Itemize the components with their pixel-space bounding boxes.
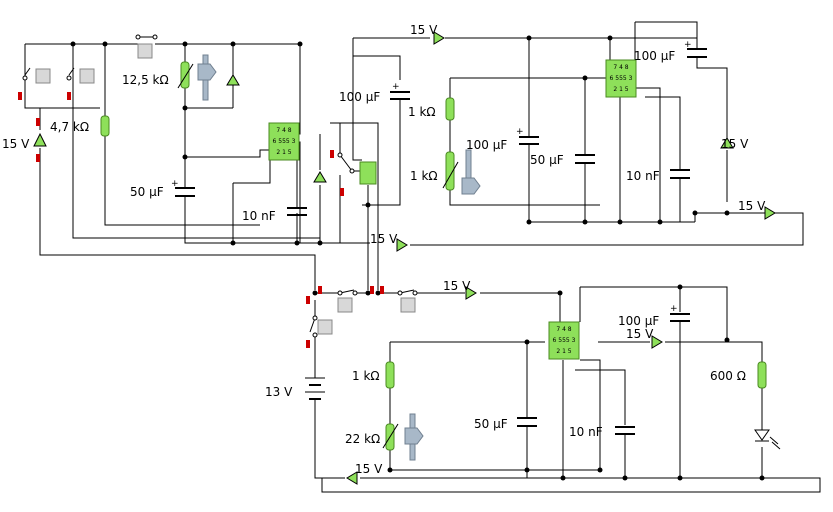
- ic-pin-row2: 6 555 3: [552, 337, 576, 344]
- ic-555-left: [268, 122, 300, 161]
- label-v-right: 15 V: [738, 199, 766, 213]
- arrow-v-bottom: [346, 471, 358, 485]
- svg-text:+: +: [670, 304, 678, 314]
- label-r-1k-b: 1 kΩ: [410, 169, 438, 183]
- ic-pin-row3: 2 1 5: [276, 149, 292, 156]
- svg-text:+: +: [516, 127, 524, 137]
- label-r-600: 600 Ω: [710, 369, 746, 383]
- arrow-v-mid: [396, 238, 408, 252]
- switch-contacts: [22, 34, 418, 338]
- switch-buttons[interactable]: [35, 43, 416, 335]
- label-v-bottom: 15 V: [355, 462, 383, 476]
- resistor-4k7: [100, 115, 110, 137]
- led: [754, 429, 781, 450]
- arrow-v-top: [433, 31, 445, 45]
- label-v-ic3-out: 15 V: [626, 327, 654, 341]
- resistor-600: [757, 361, 767, 389]
- label-v-13: 13 V: [265, 385, 293, 399]
- label-v-bottom-mid: 15 V: [443, 279, 471, 293]
- resistor-1k-b: [445, 151, 455, 191]
- relay-coil: [359, 161, 377, 185]
- label-c-50u-a: 50 µF: [130, 185, 164, 199]
- battery-13v: [305, 377, 325, 400]
- ic-pin-row3: 2 1 5: [556, 348, 572, 355]
- diodes: [33, 74, 734, 183]
- resistor-12k5: [180, 61, 190, 89]
- ic-555-right-pins: 7 4 8 6 555 3 2 1 5: [607, 62, 635, 95]
- slider-knob-a: [197, 63, 217, 81]
- slider-knob-b: [461, 177, 481, 195]
- ic-555-bottom-pins: 7 4 8 6 555 3 2 1 5: [550, 324, 578, 357]
- resistor-1k-c: [385, 361, 395, 389]
- label-c-100u-c: 100 µF: [634, 49, 676, 63]
- resistor-1k-a: [445, 97, 455, 121]
- pot-arrows: [177, 63, 459, 449]
- resistors: [100, 61, 767, 451]
- ic-pin-row1: 7 4 8: [276, 127, 292, 134]
- svg-text:+: +: [171, 179, 179, 189]
- label-r-1k-c: 1 kΩ: [352, 369, 380, 383]
- label-v-left: 15 V: [2, 137, 30, 151]
- ic-555-right: [605, 59, 637, 98]
- label-c-10n-c: 10 nF: [569, 425, 603, 439]
- label-v-top: 15 V: [410, 23, 438, 37]
- switch-button-left-b: [79, 68, 95, 84]
- label-r-22k: 22 kΩ: [345, 432, 381, 446]
- ic-pin-row2: 6 555 3: [272, 138, 296, 145]
- diode-zener-a: [226, 74, 240, 86]
- label-c-50u-c: 50 µF: [474, 417, 508, 431]
- svg-text:+: +: [684, 40, 692, 50]
- arrow-v-bottom-mid: [465, 286, 477, 300]
- diode-left-source: [33, 132, 47, 147]
- label-c-100u-a: 100 µF: [339, 90, 381, 104]
- label-c-10n-a: 10 nF: [242, 209, 276, 223]
- label-r-1k-a: 1 kΩ: [408, 105, 436, 119]
- ic-pin-row3: 2 1 5: [613, 86, 629, 93]
- svg-text:+: +: [392, 82, 400, 92]
- ic-pin-row2: 6 555 3: [609, 75, 633, 82]
- diode-mid: [313, 171, 327, 183]
- cap-plus-signs: + + + + +: [171, 40, 692, 314]
- switch-button-left-a: [35, 68, 51, 84]
- label-c-100u-b: 100 µF: [466, 138, 508, 152]
- diode-right-source: [720, 137, 734, 149]
- label-c-10n-b: 10 nF: [626, 169, 660, 183]
- label-v-right-mid: 15 V: [721, 137, 749, 151]
- ic-555-left-pins: 7 4 8 6 555 3 2 1 5: [270, 125, 298, 158]
- junction-dots: [70, 35, 765, 481]
- ic-pin-row1: 7 4 8: [613, 64, 629, 71]
- sliders[interactable]: [197, 54, 481, 461]
- label-r-4k7: 4,7 kΩ: [50, 120, 90, 134]
- label-v-mid: 15 V: [370, 232, 398, 246]
- label-r-12k5: 12,5 kΩ: [122, 73, 169, 87]
- label-c-100u-d: 100 µF: [618, 314, 660, 328]
- arrow-v-right: [764, 206, 776, 220]
- label-c-50u-b: 50 µF: [530, 153, 564, 167]
- switch-button-bottom-c: [317, 319, 333, 335]
- capacitors: [175, 48, 707, 435]
- ic-555-bottom: [548, 321, 580, 360]
- red-markers: [18, 92, 384, 348]
- slider-knob-c: [404, 427, 424, 445]
- switch-button-bottom-b: [400, 297, 416, 313]
- switch-button-top: [137, 43, 153, 59]
- ic-pin-row1: 7 4 8: [556, 326, 572, 333]
- voltage-arrows: [346, 31, 776, 485]
- switch-button-bottom-a: [337, 297, 353, 313]
- wires: [24, 21, 821, 493]
- arrow-v-ic3: [651, 335, 663, 349]
